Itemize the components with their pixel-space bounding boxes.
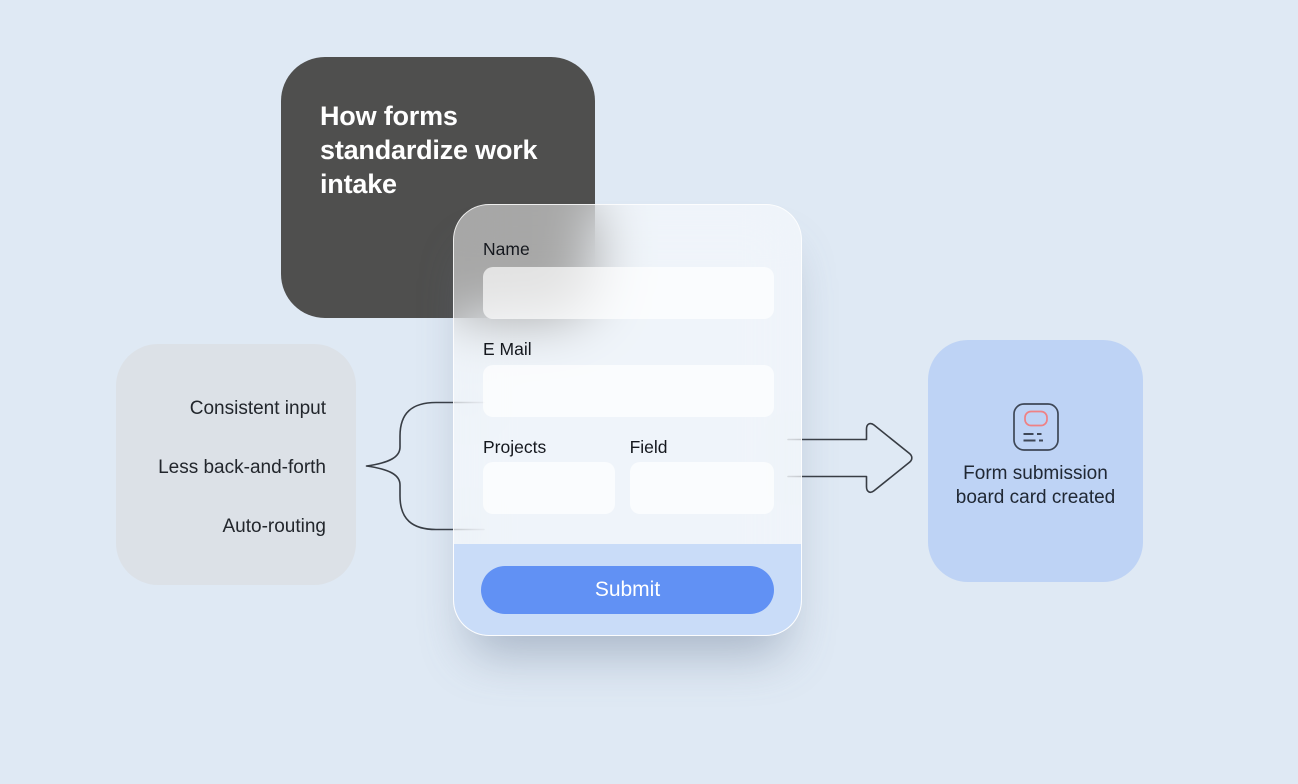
benefit-item-auto-routing: Auto-routing <box>222 516 326 537</box>
field-field-group: Field <box>629 436 774 514</box>
submit-button[interactable]: Submit <box>481 566 774 614</box>
form-row: Projects Field <box>483 436 774 514</box>
field-input[interactable] <box>629 462 774 514</box>
page-title: How forms standardize work intake <box>320 101 538 199</box>
arrow-right-icon <box>787 422 913 494</box>
benefits-card: Consistent input Less back-and-forth Aut… <box>116 344 356 585</box>
curly-brace-icon <box>365 401 485 531</box>
result-card: Form submission board card created <box>928 340 1143 582</box>
title-card: How forms standardize work intake <box>281 57 595 318</box>
projects-field-group: Projects <box>483 436 615 514</box>
result-caption: Form submission board card created <box>955 463 1116 508</box>
name-field-group: Name <box>483 238 774 319</box>
name-input[interactable] <box>483 267 774 319</box>
email-label: E Mail <box>483 339 532 359</box>
benefit-item-less-back-and-forth: Less back-and-forth <box>158 457 326 478</box>
projects-label: Projects <box>483 437 547 457</box>
field-label: Field <box>629 437 668 457</box>
email-input[interactable] <box>483 365 774 417</box>
board-card-icon <box>1012 403 1059 451</box>
form-footer: Submit <box>454 544 801 635</box>
projects-input[interactable] <box>483 462 615 514</box>
form-card: Name E Mail Projects Field Submit <box>453 204 802 636</box>
form-body: Name E Mail Projects Field <box>454 205 801 514</box>
name-label: Name <box>483 239 530 259</box>
email-field-group: E Mail <box>483 338 774 417</box>
benefit-item-consistent-input: Consistent input <box>189 398 326 419</box>
